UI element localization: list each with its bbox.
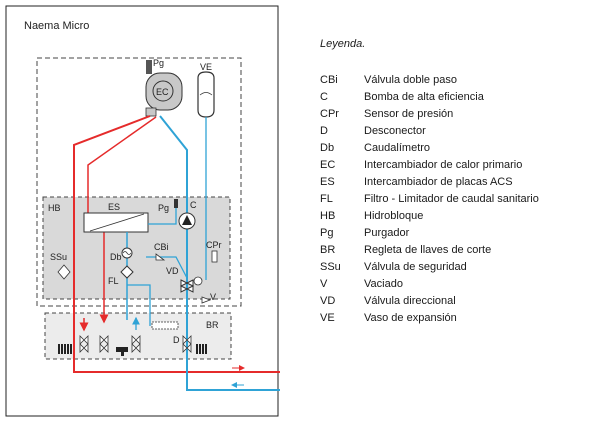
hb-return-pipe — [148, 206, 177, 225]
diverter-motor — [193, 276, 203, 286]
legend-description: Intercambiador de calor primario — [364, 159, 523, 171]
pressure-sensor — [211, 250, 218, 263]
legend-item: HB Hidrobloque — [320, 208, 539, 225]
legend-code: VD — [320, 295, 336, 307]
heating-flow-pipe — [73, 115, 280, 373]
legend-item: VE Vaso de expansión — [320, 310, 539, 327]
legend-description: Válvula de seguridad — [364, 261, 467, 273]
legend-item: D Desconector — [320, 123, 539, 140]
label-pg-top: Pg — [153, 58, 164, 68]
legend-description: Intercambiador de placas ACS — [364, 176, 513, 188]
ec-circle — [152, 80, 174, 102]
label-c: C — [190, 200, 197, 210]
drain-valve — [201, 296, 212, 304]
label-cbi: CBi — [154, 242, 169, 252]
shutoff-valve-1 — [79, 335, 89, 353]
mid-purger-icon — [174, 199, 178, 208]
label-db: Db — [110, 252, 122, 262]
cold-filter-pipe — [127, 284, 151, 326]
pump-triangle — [182, 215, 192, 225]
radiator-left-icon — [58, 344, 72, 354]
diagram-title: Naema Micro — [24, 20, 89, 32]
legend-item: EC Intercambiador de calor primario — [320, 157, 539, 174]
legend-item: CBi Válvula doble paso — [320, 72, 539, 89]
legend-code: C — [320, 91, 328, 103]
legend-item: FL Filtro - Limitador de caudal sanitario — [320, 191, 539, 208]
label-br: BR — [206, 320, 219, 330]
legend-code: ES — [320, 176, 335, 188]
expansion-vessel — [197, 71, 215, 118]
legend-code: CPr — [320, 108, 339, 120]
legend-code: CBi — [320, 74, 338, 86]
flow-meter-wave — [122, 251, 132, 255]
hydroblock-area — [42, 196, 231, 300]
label-fl: FL — [108, 276, 119, 286]
legend-description: Sensor de presión — [364, 108, 454, 120]
legend-code: VE — [320, 312, 335, 324]
legend-description: Desconector — [364, 125, 426, 137]
legend-item: CPr Sensor de presión — [320, 106, 539, 123]
diverter-valve — [179, 279, 195, 293]
legend-item: V Vaciado — [320, 276, 539, 293]
legend-code: Pg — [320, 227, 334, 239]
outer-frame — [5, 5, 279, 417]
legend-code: D — [320, 125, 328, 137]
safety-valve — [57, 264, 71, 280]
legend-description: Hidrobloque — [364, 210, 424, 222]
legend-description: Regleta de llaves de corte — [364, 244, 492, 256]
legend-code: BR — [320, 244, 336, 256]
legend-title: Leyenda. — [320, 38, 366, 50]
primary-heat-exchanger — [145, 72, 183, 111]
expansion-membrane — [199, 92, 213, 96]
legend-item: VD Válvula direccional — [320, 293, 539, 310]
es-diagonal — [89, 213, 145, 232]
label-cpr: CPr — [206, 240, 222, 250]
legend-item: Pg Purgador — [320, 225, 539, 242]
legend-item: BR Regleta de llaves de corte — [320, 242, 539, 259]
disconnector — [151, 321, 179, 330]
label-d: D — [173, 335, 180, 345]
label-vd: VD — [166, 266, 179, 276]
shutoff-valve-4 — [182, 335, 192, 353]
legend-description: Válvula direccional — [364, 295, 456, 307]
legend-code: Db — [320, 142, 335, 154]
legend-item: ES Intercambiador de placas ACS — [320, 174, 539, 191]
radiator-right-icon — [196, 344, 207, 354]
label-hb: HB — [48, 203, 61, 213]
legend-item: Db Caudalímetro — [320, 140, 539, 157]
label-ec: EC — [156, 87, 169, 97]
label-ve: VE — [200, 62, 212, 72]
label-es: ES — [108, 202, 120, 212]
legend-code: SSu — [320, 261, 341, 273]
legend-description: Bomba de alta eficiencia — [364, 91, 484, 103]
label-v: V — [210, 292, 216, 302]
tap-icon — [116, 347, 128, 356]
legend-code: EC — [320, 159, 336, 171]
filter-fl — [120, 265, 134, 279]
shutoff-valve-2 — [99, 335, 109, 353]
label-ssu: SSu — [50, 252, 67, 262]
legend-description: Válvula doble paso — [364, 74, 457, 86]
legend-item: C Bomba de alta eficiencia — [320, 89, 539, 106]
top-purger-icon — [146, 60, 152, 74]
legend-item: SSu Válvula de seguridad — [320, 259, 539, 276]
legend-description: Caudalímetro — [364, 142, 431, 154]
bypass-valve — [155, 253, 166, 261]
heating-return-pipe — [159, 115, 280, 391]
boiler-enclosure — [36, 57, 242, 307]
legend-code: FL — [320, 193, 333, 205]
legend-description: Vaciado — [364, 278, 403, 290]
legend-code: HB — [320, 210, 336, 222]
shutoff-valve-3 — [131, 335, 141, 353]
legend-description: Purgador — [364, 227, 410, 239]
label-pg-mid: Pg — [158, 203, 169, 213]
legend-code: V — [320, 278, 328, 290]
ec-connector — [145, 107, 157, 117]
legend-description: Vaso de expansión — [364, 312, 457, 324]
legend-description: Filtro - Limitador de caudal sanitario — [364, 193, 539, 205]
